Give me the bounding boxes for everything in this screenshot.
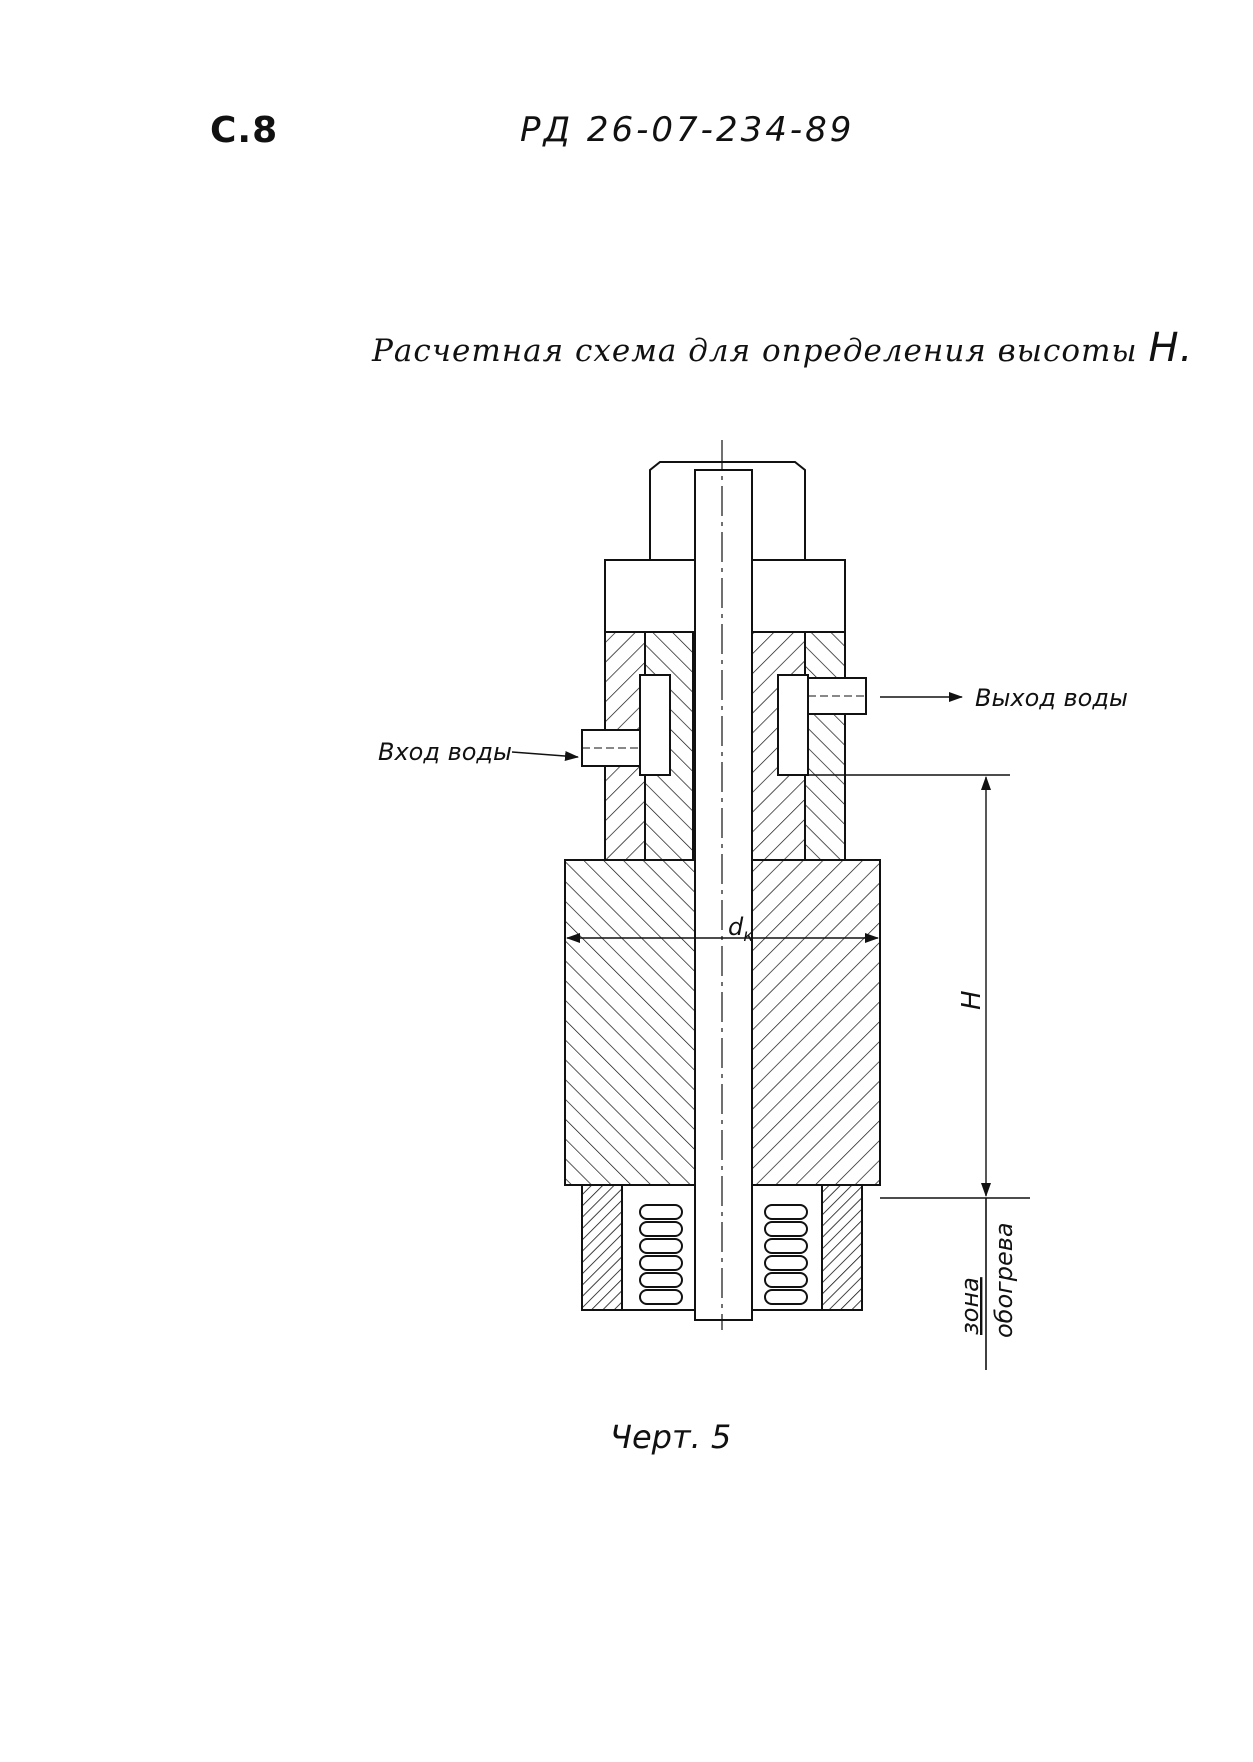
outlet-channel — [777, 674, 809, 776]
height-dimension — [808, 774, 1030, 1370]
figure-caption: Черт. 5 — [610, 1418, 732, 1456]
water-outlet-label: Выход воды — [975, 684, 1128, 712]
right-bellows — [764, 1204, 808, 1305]
diameter-subscript: к — [743, 926, 754, 946]
diameter-label: dк — [728, 913, 754, 946]
inlet-channel — [639, 674, 671, 776]
left-bellows — [639, 1204, 683, 1305]
page-number: С.8 — [210, 110, 279, 151]
lower-section — [581, 1184, 863, 1311]
height-label: Н — [957, 990, 987, 1010]
main-body — [564, 859, 881, 1186]
outlet-pipe — [807, 677, 867, 715]
drawing-title: Расчетная схема для определения высоты H… — [372, 325, 1193, 371]
title-text: Расчетная схема для определения высоты — [372, 333, 1138, 369]
diameter-symbol: d — [728, 913, 744, 941]
inlet-pipe — [581, 729, 641, 767]
water-inlet-label: Вход воды — [378, 738, 512, 766]
document-code: РД 26-07-234-89 — [520, 110, 855, 150]
title-variable: H. — [1148, 325, 1194, 371]
heating-zone-label-2: обогрева — [990, 1222, 1018, 1338]
central-rod — [694, 469, 753, 1321]
heating-zone-label-1: зона — [956, 1277, 984, 1335]
inlet-arrow — [511, 751, 579, 762]
